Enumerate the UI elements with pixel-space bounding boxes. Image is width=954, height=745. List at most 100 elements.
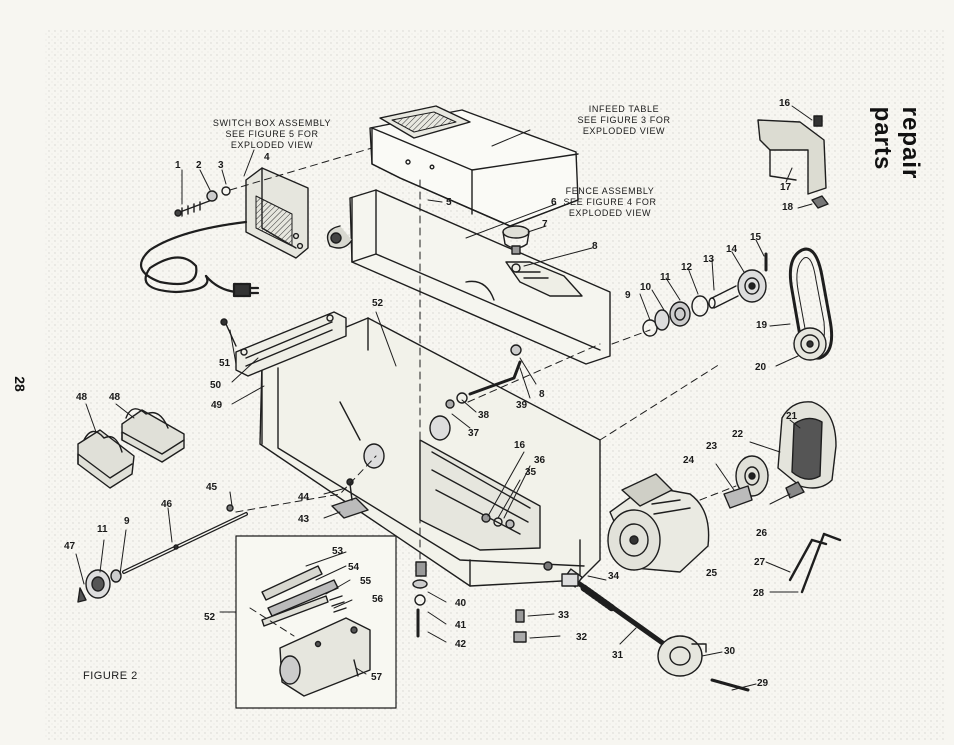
note-switch-box: SWITCH BOX ASSEMBLY SEE FIGURE 5 FOR EXP… xyxy=(212,118,332,150)
part-number-p42: 42 xyxy=(455,639,467,650)
fence-assembly xyxy=(326,189,611,365)
part-number-p25: 25 xyxy=(706,568,718,579)
part-number-p53: 53 xyxy=(332,546,344,557)
part-number-p55: 55 xyxy=(360,576,372,587)
part-number-p57: 57 xyxy=(371,672,383,683)
part-number-p19: 19 xyxy=(756,320,768,331)
bracket-17 xyxy=(757,115,829,209)
nut-32-screw-33 xyxy=(513,609,527,643)
part-number-p26: 26 xyxy=(756,528,768,539)
inset-cutterhead-detail xyxy=(235,535,397,709)
part-number-p34: 34 xyxy=(608,571,620,582)
part-number-p4: 4 xyxy=(264,152,270,163)
part-number-p35: 35 xyxy=(525,467,537,478)
part-number-p22: 22 xyxy=(732,429,744,440)
part-number-p13: 13 xyxy=(703,254,715,265)
part-number-p54: 54 xyxy=(348,562,360,573)
part-number-p5: 5 xyxy=(446,197,452,208)
hardware-40-42 xyxy=(412,561,428,638)
part-number-p1: 1 xyxy=(175,160,181,171)
fitting-39 xyxy=(445,344,522,409)
part-number-p16a: 16 xyxy=(779,98,791,109)
section-title: repair parts xyxy=(869,106,924,180)
part-number-p43: 43 xyxy=(298,514,310,525)
part-number-p38: 38 xyxy=(478,410,490,421)
motor-25 xyxy=(607,473,710,573)
washer-8 xyxy=(511,263,521,273)
key-45 xyxy=(226,504,234,512)
part-number-p39: 39 xyxy=(516,400,528,411)
part-number-p30: 30 xyxy=(724,646,736,657)
part-number-p8a: 8 xyxy=(592,241,598,252)
part-number-p44: 44 xyxy=(298,492,310,503)
figure-label: FIGURE 2 xyxy=(83,670,138,682)
part-number-p48b: 48 xyxy=(109,392,121,403)
infeed-table xyxy=(369,105,579,227)
screw-1-washers-2-3 xyxy=(174,186,231,217)
bracket-24-26 xyxy=(723,481,805,509)
part-number-p11b: 11 xyxy=(97,524,108,535)
part-number-p15: 15 xyxy=(750,232,762,243)
part-number-p31: 31 xyxy=(612,650,624,661)
belt-19-pulley-20 xyxy=(788,247,834,361)
guard-50 xyxy=(235,311,347,377)
part-number-p9a: 9 xyxy=(625,290,631,301)
plate-43 xyxy=(331,478,369,519)
part-number-p41: 41 xyxy=(455,620,467,631)
part-number-p10: 10 xyxy=(640,282,652,293)
part-number-p46: 46 xyxy=(161,499,173,510)
bearing-47-11 xyxy=(77,569,111,603)
part-number-p16b: 16 xyxy=(514,440,526,451)
pulley-stack xyxy=(642,252,768,337)
part-number-p18: 18 xyxy=(782,202,794,213)
pulley-23 xyxy=(735,455,769,497)
note-infeed-table: INFEED TABLE SEE FIGURE 3 FOR EXPLODED V… xyxy=(577,104,671,136)
assembly-lines xyxy=(229,147,737,637)
part-number-p3: 3 xyxy=(218,160,224,171)
part-number-p11a: 11 xyxy=(660,272,671,283)
screw-29 xyxy=(710,678,750,692)
part-number-p49: 49 xyxy=(211,400,223,411)
part-number-p36: 36 xyxy=(534,455,546,466)
part-number-p23: 23 xyxy=(706,441,718,452)
belt-guard-21 xyxy=(777,401,837,489)
part-number-p17: 17 xyxy=(780,182,792,193)
part-number-p45: 45 xyxy=(206,482,218,493)
hex-keys xyxy=(788,532,842,594)
part-number-p21: 21 xyxy=(786,411,798,422)
shaft-46 xyxy=(110,512,248,583)
part-number-p50: 50 xyxy=(210,380,222,391)
part-number-p52b: 52 xyxy=(204,612,216,623)
part-number-p14: 14 xyxy=(726,244,738,255)
pad-48-right xyxy=(121,408,185,463)
part-number-p47: 47 xyxy=(64,541,76,552)
part-number-p20: 20 xyxy=(755,362,767,373)
part-number-p56: 56 xyxy=(372,594,384,605)
part-number-p2: 2 xyxy=(196,160,202,171)
part-number-p29: 29 xyxy=(757,678,769,689)
part-number-p28: 28 xyxy=(753,588,765,599)
part-number-p6: 6 xyxy=(551,197,557,208)
part-number-p40: 40 xyxy=(455,598,467,609)
part-number-p32: 32 xyxy=(576,632,588,643)
part-number-p51: 51 xyxy=(219,358,231,369)
page-number: 28 xyxy=(12,376,28,392)
part-number-p8b: 8 xyxy=(539,389,545,400)
part-number-p52a: 52 xyxy=(372,298,384,309)
switch-box xyxy=(245,167,309,259)
part-number-p24: 24 xyxy=(683,455,695,466)
leader-lines xyxy=(75,105,813,691)
sleeve-34 xyxy=(561,573,579,587)
part-number-p33: 33 xyxy=(558,610,570,621)
pad-48-left xyxy=(77,429,135,489)
part-number-p48a: 48 xyxy=(76,392,88,403)
part-number-p37: 37 xyxy=(468,428,480,439)
part-number-p27: 27 xyxy=(754,557,766,568)
part-number-p7: 7 xyxy=(542,219,548,230)
part-number-p9b: 9 xyxy=(124,516,130,527)
part-number-p12: 12 xyxy=(681,262,693,273)
power-cord xyxy=(139,220,260,298)
note-fence-assembly: FENCE ASSEMBLY SEE FIGURE 4 FOR EXPLODED… xyxy=(563,186,657,218)
